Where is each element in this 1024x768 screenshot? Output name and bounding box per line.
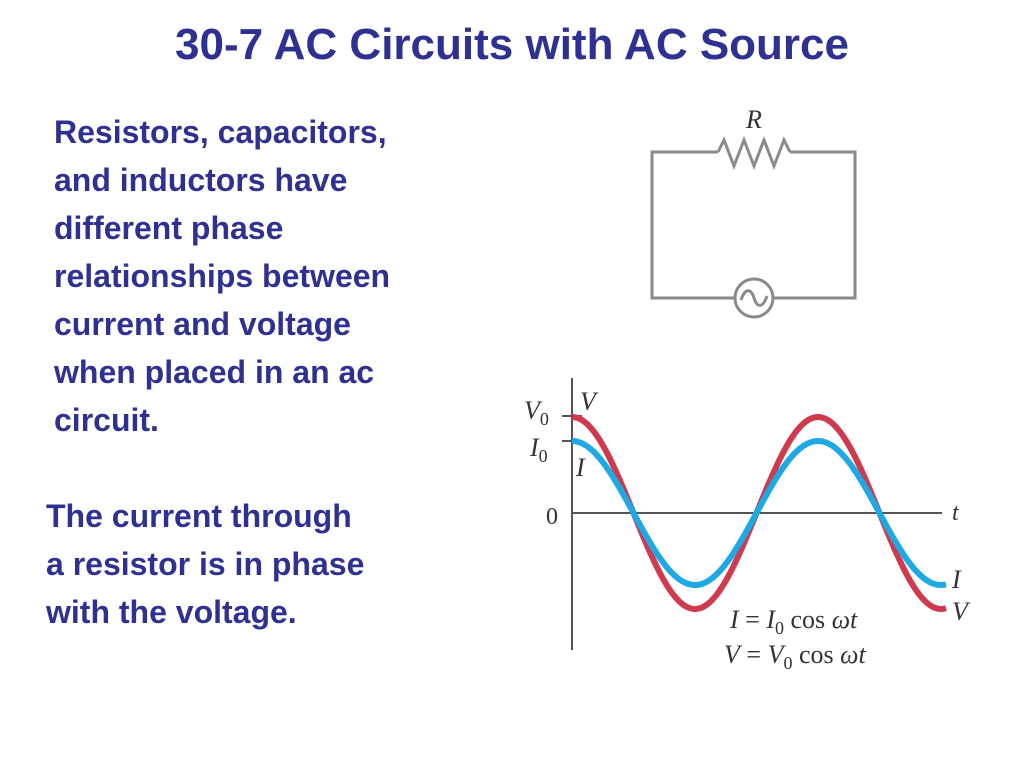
resistor-line: The current through <box>46 498 352 534</box>
circuit-diagram: R <box>650 105 857 319</box>
resistor-paragraph: The current through a resistor is in pha… <box>46 492 364 636</box>
intro-line: when placed in an ac <box>54 354 375 390</box>
circuit-wire <box>650 150 735 300</box>
current-equation: I = I0 cos ωt <box>729 605 858 638</box>
resistor-line: with the voltage. <box>46 594 297 630</box>
page-title: 30-7 AC Circuits with AC Source <box>175 20 849 69</box>
voltage-equation: V = V0 cos ωt <box>724 640 866 673</box>
time-axis-label: t <box>952 500 960 526</box>
intro-line: Resistors, capacitors, <box>54 114 387 150</box>
resistor-symbol <box>716 135 792 171</box>
i0-axis-label: I0 <box>529 433 548 466</box>
graph: V0 I0 0 t V I I V I = I0 cos ωt V = V0 c… <box>524 378 971 673</box>
circuit-wire <box>772 150 857 300</box>
intro-line: circuit. <box>54 402 159 438</box>
v0-axis-label: V0 <box>524 396 549 429</box>
ac-source-icon <box>733 277 775 319</box>
current-peak-label: I <box>575 453 586 482</box>
intro-line: different phase <box>54 210 284 246</box>
voltage-end-label: V <box>952 597 971 626</box>
intro-line: relationships between <box>54 258 391 294</box>
resistor-line: a resistor is in phase <box>46 546 365 582</box>
intro-paragraph: Resistors, capacitors, and inductors hav… <box>54 108 390 444</box>
intro-line: and inductors have <box>54 162 348 198</box>
intro-line: current and voltage <box>54 306 351 342</box>
origin-label: 0 <box>546 504 558 530</box>
current-end-label: I <box>951 565 962 594</box>
voltage-peak-label: V <box>580 387 599 416</box>
resistor-label: R <box>745 105 762 134</box>
current-curve <box>571 437 947 588</box>
